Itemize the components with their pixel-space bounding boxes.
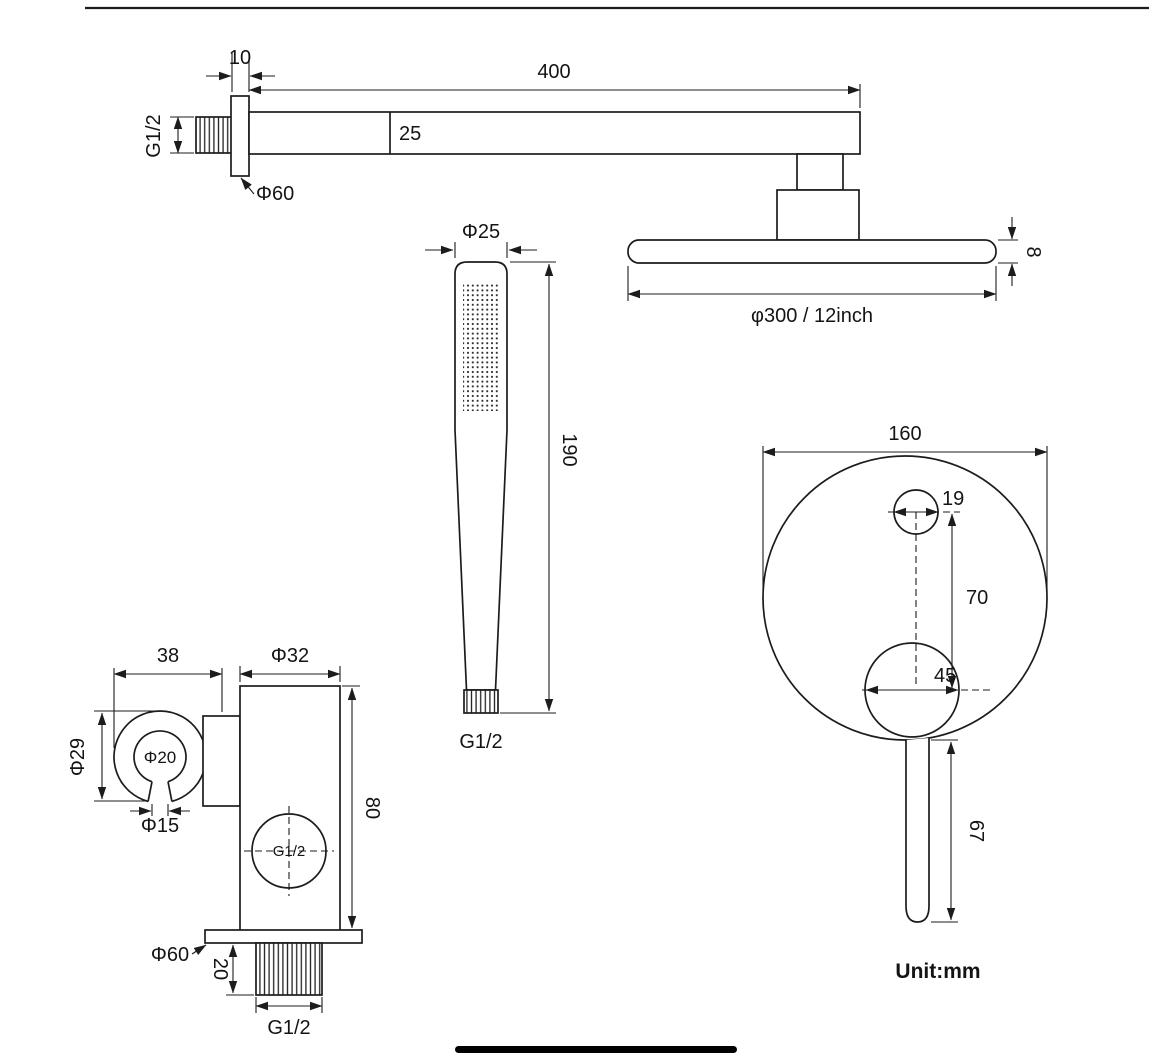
dim-pipe-thread [255, 997, 323, 1013]
leader-arm-flange-diameter [240, 177, 255, 195]
hand-shower-spray-dots [463, 283, 499, 411]
dim-pipe-length [226, 944, 254, 996]
arm-wall-flange [230, 95, 250, 177]
holder-ring-outer [113, 710, 207, 803]
dim-arm-flange-width [206, 52, 275, 92]
holder-arm-block [202, 715, 241, 807]
dim-head-diameter [627, 266, 997, 301]
dim-arm-wall-thread [170, 116, 194, 154]
unit-note: Unit:mm [895, 960, 980, 983]
dim-label-holder-bore: Φ20 [144, 748, 176, 767]
arm-wall-thread-nipple [195, 116, 233, 154]
mixer-plate [762, 455, 1048, 741]
dim-label-hand-head-diameter: Φ25 [462, 221, 500, 243]
arm-hub [776, 189, 860, 241]
hand-shower-thread [463, 689, 499, 714]
dim-label-holder-outer: Φ29 [67, 738, 89, 776]
dim-label-pipe-thread: G1/2 [267, 1017, 310, 1039]
dim-label-body-diameter: Φ32 [271, 645, 309, 667]
shower-head-view: 8 φ300 / 12inch [627, 217, 1044, 327]
dim-label-mixer-handle-length: 67 [965, 820, 987, 842]
arm-bar [248, 111, 861, 155]
dim-label-bracket-flange: Φ60 [151, 944, 189, 966]
bracket-body [239, 685, 341, 933]
dim-label-arm-flange-width: 10 [229, 47, 251, 69]
outlet-thread-pipe [255, 942, 323, 996]
mixer-handle [905, 738, 930, 923]
hand-shower-view: Φ25 190 G1/2 [425, 221, 580, 753]
dim-mixer-handle-length [931, 739, 958, 923]
dim-hand-head-diameter [425, 242, 537, 258]
wall-bracket-view: Φ20 Φ15 38 Φ32 Φ29 G1/2 [67, 645, 383, 1039]
dim-label-pipe-length: 20 [209, 958, 231, 980]
head-disc [627, 239, 997, 264]
holder-ring-inner [133, 730, 187, 783]
dim-label-mixer-center-distance: 70 [966, 587, 988, 609]
dim-holder-outer [94, 710, 158, 802]
dim-label-head-thickness: 8 [1022, 246, 1044, 257]
dim-label-hand-thread: G1/2 [459, 731, 502, 753]
dim-body-height [342, 685, 360, 929]
dim-label-holder-width: 38 [157, 645, 179, 667]
arm-neck [796, 153, 844, 191]
dim-label-mixer-hub: 45 [934, 665, 956, 687]
dim-label-mixer-diverter: 19 [942, 488, 964, 510]
dim-label-body-height: 80 [361, 797, 383, 819]
dim-label-head-diameter: φ300 / 12inch [751, 305, 873, 327]
dim-arm-length [248, 84, 861, 108]
dim-label-hand-length: 190 [558, 433, 580, 466]
dim-label-mixer-plate-diameter: 160 [888, 423, 921, 445]
dim-label-arm-length: 400 [537, 61, 570, 83]
mixer-valve-view: 160 19 70 45 67 [762, 423, 1048, 923]
dim-holder-slot [130, 804, 190, 816]
wall-flange-plate [204, 929, 363, 944]
dim-head-thickness [998, 217, 1018, 286]
dim-label-arm-flange-diameter: Φ60 [256, 183, 294, 205]
dim-label-holder-slot: Φ15 [141, 815, 179, 837]
dim-mixer-plate-diameter [762, 446, 1048, 590]
dim-hand-length [500, 261, 556, 714]
leader-bracket-flange [191, 944, 207, 956]
dim-label-arm-height: 25 [399, 123, 421, 145]
shower-arm-view: 10 400 25 G1/2 Φ60 [143, 47, 861, 241]
dim-label-arm-wall-thread: G1/2 [143, 114, 165, 157]
holder-slot-left [147, 781, 153, 802]
dim-label-outlet-thread: G1/2 [273, 843, 306, 860]
dim-body-diameter [239, 666, 341, 682]
holder-slot-right [167, 781, 173, 802]
dim-holder-width [113, 668, 223, 748]
bottom-bar [455, 1046, 737, 1053]
